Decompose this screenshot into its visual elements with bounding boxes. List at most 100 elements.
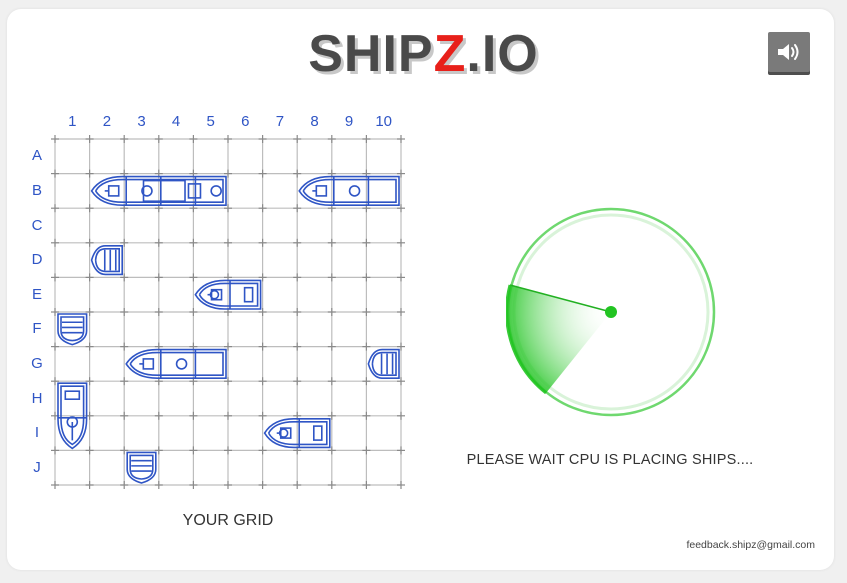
grid-cell[interactable] <box>55 277 90 312</box>
grid-cell[interactable] <box>193 450 228 485</box>
grid-cell[interactable] <box>228 347 263 382</box>
grid-cell[interactable] <box>228 139 263 174</box>
grid-cell[interactable] <box>263 174 298 209</box>
grid-cell[interactable] <box>228 312 263 347</box>
grid-cell[interactable] <box>297 277 332 312</box>
ship <box>263 418 331 449</box>
row-label: E <box>31 285 42 303</box>
grid-cell[interactable] <box>193 416 228 451</box>
grid-cell[interactable] <box>263 277 298 312</box>
grid-cell[interactable] <box>90 208 125 243</box>
grid-cell[interactable] <box>263 347 298 382</box>
grid-cell[interactable] <box>297 208 332 243</box>
grid-cell[interactable] <box>90 381 125 416</box>
grid-cell[interactable] <box>124 208 159 243</box>
column-label: 5 <box>206 113 215 130</box>
grid-cell[interactable] <box>297 347 332 382</box>
grid-cell[interactable] <box>228 450 263 485</box>
grid-cell[interactable] <box>159 243 194 278</box>
grid-cell[interactable] <box>332 208 367 243</box>
grid-cell[interactable] <box>90 277 125 312</box>
grid-cell[interactable] <box>124 277 159 312</box>
grid-cell[interactable] <box>193 139 228 174</box>
ship <box>90 245 123 276</box>
ship <box>90 175 227 206</box>
grid-cell[interactable] <box>193 312 228 347</box>
grid-cell[interactable] <box>366 139 401 174</box>
grid-cell[interactable] <box>228 208 263 243</box>
radar-display <box>506 207 716 417</box>
row-label: H <box>31 389 43 407</box>
grid-cell[interactable] <box>366 381 401 416</box>
grid-cell[interactable] <box>90 312 125 347</box>
feedback-email-link[interactable]: feedback.shipz@gmail.com <box>686 539 815 551</box>
column-label: 7 <box>275 113 285 130</box>
grid-cell[interactable] <box>228 381 263 416</box>
grid-cell[interactable] <box>263 450 298 485</box>
grid-cell[interactable] <box>193 243 228 278</box>
grid-cell[interactable] <box>55 243 90 278</box>
grid-cell[interactable] <box>159 450 194 485</box>
grid-cell[interactable] <box>159 277 194 312</box>
grid-cell[interactable] <box>124 416 159 451</box>
logo-io: .IO <box>466 25 539 83</box>
grid-cell[interactable] <box>332 416 367 451</box>
grid-cell[interactable] <box>263 208 298 243</box>
grid-cell[interactable] <box>332 381 367 416</box>
grid-cell[interactable] <box>366 243 401 278</box>
grid-cell[interactable] <box>297 139 332 174</box>
grid-cell[interactable] <box>55 450 90 485</box>
grid-cell[interactable] <box>332 347 367 382</box>
grid-caption: YOUR GRID <box>182 512 274 529</box>
grid-cell[interactable] <box>332 277 367 312</box>
grid-cell[interactable] <box>263 312 298 347</box>
row-label: D <box>31 251 43 269</box>
grid-cell[interactable] <box>55 139 90 174</box>
grid-cell[interactable] <box>366 208 401 243</box>
grid-cell[interactable] <box>297 312 332 347</box>
grid-cell[interactable] <box>90 450 125 485</box>
grid-cell[interactable] <box>263 139 298 174</box>
grid-cell[interactable] <box>228 174 263 209</box>
grid-cell[interactable] <box>124 312 159 347</box>
grid-cell[interactable] <box>193 381 228 416</box>
grid-cell[interactable] <box>228 243 263 278</box>
grid-cell[interactable] <box>366 312 401 347</box>
grid-cell[interactable] <box>124 381 159 416</box>
grid-cell[interactable] <box>297 450 332 485</box>
grid-cell[interactable] <box>332 450 367 485</box>
grid-cell[interactable] <box>228 416 263 451</box>
grid-cell[interactable] <box>159 139 194 174</box>
grid-cell[interactable] <box>193 208 228 243</box>
row-label: J <box>33 458 41 476</box>
grid-cell[interactable] <box>124 243 159 278</box>
grid-cell[interactable] <box>263 243 298 278</box>
grid-cell[interactable] <box>366 277 401 312</box>
grid-cell[interactable] <box>55 208 90 243</box>
grid-cell[interactable] <box>366 416 401 451</box>
grid-cell[interactable] <box>90 416 125 451</box>
grid-cell[interactable] <box>297 243 332 278</box>
grid-cell[interactable] <box>55 174 90 209</box>
logo: SHIPZ.IO <box>0 28 847 80</box>
grid-cell[interactable] <box>332 312 367 347</box>
ship <box>298 175 400 206</box>
sound-toggle-button[interactable] <box>768 32 810 72</box>
grid-cell[interactable] <box>55 347 90 382</box>
grid-cell[interactable] <box>159 381 194 416</box>
grid-cell[interactable] <box>332 139 367 174</box>
grid-cell[interactable] <box>90 347 125 382</box>
grid-cell[interactable] <box>159 208 194 243</box>
grid-cell[interactable] <box>90 139 125 174</box>
grid-cell[interactable] <box>263 381 298 416</box>
grid-cell[interactable] <box>297 381 332 416</box>
grid-cell[interactable] <box>124 139 159 174</box>
grid-cell[interactable] <box>366 450 401 485</box>
grid-cell[interactable] <box>332 243 367 278</box>
ship <box>57 313 88 346</box>
ship <box>57 382 88 450</box>
grid-cell[interactable] <box>159 416 194 451</box>
radar-sweep <box>506 285 611 393</box>
grid-cell[interactable] <box>159 312 194 347</box>
